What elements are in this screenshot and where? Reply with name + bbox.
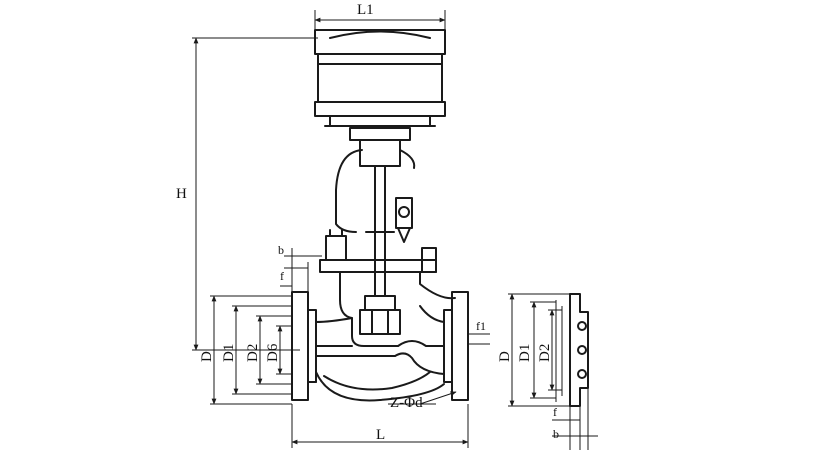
dimension-lines — [192, 10, 598, 450]
label-h: H — [176, 186, 187, 202]
label-d6: D6 — [265, 343, 281, 362]
label-d: D — [199, 351, 215, 362]
side-flange — [555, 293, 589, 407]
label-side-b: b — [553, 427, 559, 441]
label-side-d2: D2 — [537, 343, 553, 362]
bonnet — [319, 229, 456, 335]
label-d2: D2 — [245, 343, 261, 362]
label-side-f: f — [553, 405, 557, 419]
yoke — [335, 127, 416, 297]
label-f1: f1 — [476, 319, 486, 333]
label-d1: D1 — [221, 343, 237, 362]
label-f: f — [280, 269, 284, 283]
label-side-d: D — [497, 351, 513, 362]
valve-body — [291, 291, 469, 402]
label-l1: L1 — [357, 2, 374, 18]
label-z-phi-d: Z-Φd — [390, 395, 423, 411]
label-side-d1: D1 — [517, 343, 533, 362]
label-b: b — [278, 243, 284, 257]
label-l: L — [376, 427, 386, 443]
actuator — [314, 29, 446, 127]
